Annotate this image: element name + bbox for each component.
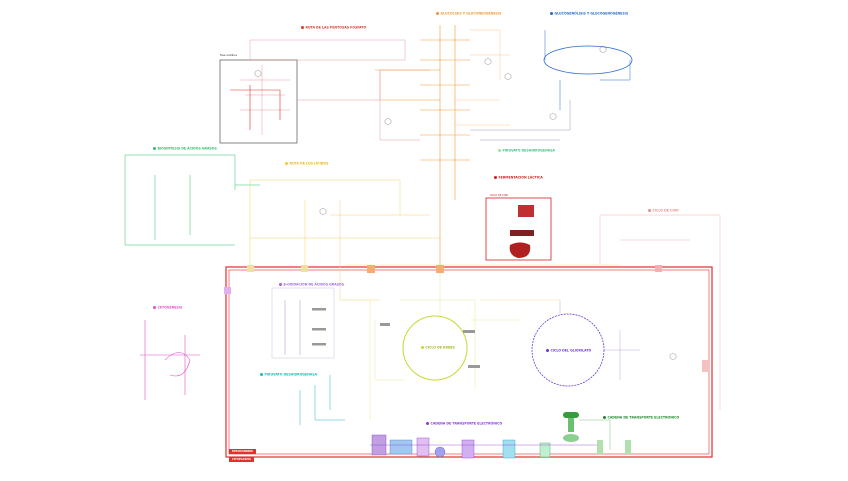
atp-synthase-icon: [563, 412, 631, 454]
cori-cycle-title: CICLO DE CORI: [648, 209, 679, 213]
lipid-title: RUTA DE LOS LÍPIDOS: [285, 162, 328, 166]
muscle-icon: [518, 205, 534, 217]
etc-complexes: [371, 434, 551, 459]
etc-title: CADENA DE TRANSPORTE ELECTRÓNICO: [426, 422, 502, 426]
mitochondria-outer-membrane: [225, 266, 713, 458]
cori-box: [485, 197, 552, 261]
lipid-lines: [249, 179, 440, 301]
ketogenesis-title: CETOGÉNESIS: [153, 306, 182, 310]
mitochondria-tag: MITOCONDRIA: [229, 449, 256, 454]
glycogen-title: GLUCOGENÓLISIS Y GLUCOGENOGÉNESIS: [550, 12, 628, 16]
lactic-title: FERMENTACIÓN LÁCTICA: [494, 176, 543, 180]
pdh-lines: [299, 375, 345, 425]
molecule-structures: [254, 45, 677, 361]
glycolysis-title: GLUCÓLISIS Y GLUCONEOGÉNESIS: [436, 12, 501, 16]
ox-phos-title: CADENA DE TRANSPORTE ELECTRÓNICO: [603, 416, 679, 420]
oxidative-phase-box: [219, 59, 298, 144]
cori-lines: [599, 214, 721, 410]
krebs-cycle: [402, 315, 468, 381]
liver-icon: [509, 242, 531, 258]
krebs-title: CICLO DE KREBS: [421, 346, 455, 350]
muscle-tissue-icon: [510, 230, 534, 236]
fatty-acid-lines: [124, 154, 260, 246]
cytoplasm-tag: CITOPLASMA: [229, 457, 254, 462]
beta-ox-box: [271, 287, 335, 359]
acetyl-title: PIRUVATO DESHIDROGENASA: [498, 149, 555, 153]
ketone-lines: [140, 320, 200, 400]
transporter-markers: [367, 265, 444, 273]
mitochondria-inner-membrane: [228, 269, 710, 455]
cori-subtitle: CICLO DE CORI: [490, 194, 508, 197]
beta-ox-title: β-OXIDACIÓN DE ÁCIDOS GRASOS: [279, 283, 344, 287]
glycolysis-lines: [375, 25, 470, 265]
oxidative-phase-label: Fase oxidativa: [220, 54, 238, 57]
glycogen-cycle: [543, 45, 633, 75]
pentose-title: RUTA DE LAS PENTOSAS FOSFATO: [301, 26, 366, 30]
pdh-title: PIRUVATO DESHIDROGENASA: [260, 373, 317, 377]
glyoxylate-title: CICLO DEL GLIOXILATO: [546, 349, 591, 353]
fatty-acid-title: BIOSÍNTESIS DE ÁCIDOS GRASOS: [153, 147, 217, 151]
